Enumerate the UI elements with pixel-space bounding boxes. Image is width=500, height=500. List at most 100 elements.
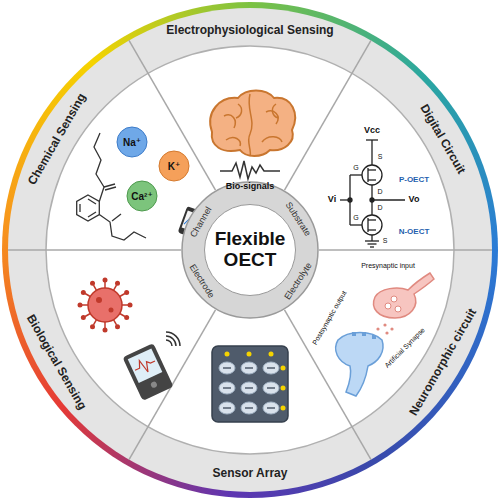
handheld-device [150,381,158,389]
neurotransmitter [385,331,388,334]
inverter-schematic [371,235,372,241]
annotation-label: P-OECT [399,176,429,185]
sensor-array-chip [219,382,235,394]
annotation-label: G [353,214,358,222]
virus-icon [81,290,86,295]
virus-icon [94,320,97,325]
virus-icon [78,278,133,333]
postsynaptic-terminal [336,333,383,397]
label-holder: Vcc [364,126,380,136]
inverter-schematic [362,165,382,185]
sensor-array-chip [267,367,275,369]
inverter-schematic [350,224,362,225]
sensor-array-chip [245,367,253,369]
virus-icon [104,282,106,288]
virus-icon [103,278,108,283]
virus-icon [103,328,108,333]
sensor-array-chip [267,407,275,409]
virus-icon [90,281,95,286]
ion-circle [159,151,189,181]
virus-icon [128,303,133,308]
sensor-array-chip [267,387,275,389]
annotation-label: Vcc [364,126,380,136]
ion-circle [127,181,157,211]
label-holder: N-OECT [399,228,430,237]
hub-title: Flexible OECT [208,229,292,271]
label-holder: Bio-signals [226,182,275,192]
postsynaptic-terminal [362,332,366,336]
virus-icon [115,281,120,286]
label-holder: G [353,164,358,172]
inverter-schematic [362,215,382,235]
postsynaptic-terminal [372,335,376,339]
virus-icon [90,324,95,329]
handheld-device [122,343,173,401]
annotation-label: D [377,188,382,196]
virus-icon [82,304,88,306]
sensor-array-chip [241,362,257,374]
sector-divider [8,249,181,251]
annotation-label: G [353,164,358,172]
sensor-array-chip [223,387,231,389]
component-ring: Flexible OECTChannelSubstrateElectrolyte… [181,181,319,319]
label-holder: D [377,204,382,212]
label-holder: Vi [328,195,336,205]
sensor-array-chip [212,346,288,422]
sensor-array-chip [219,402,235,414]
molecule-formula [79,204,80,212]
presynaptic-terminal [395,306,401,312]
wifi-symbol [166,332,180,346]
outer-band [8,8,492,492]
brain-icon [272,104,278,118]
virus-icon [109,308,114,313]
neurotransmitter [376,327,379,330]
brain-icon [210,91,295,157]
inverter-schematic [365,240,379,241]
virus-icon [94,285,97,290]
sensor-array-chip [223,407,231,409]
bio-signal-wave [220,161,280,179]
virus-icon [85,294,90,297]
virus-icon [114,285,117,290]
ion-circle [117,127,147,157]
presynaptic-terminal [374,273,434,318]
sensor-array-chip [212,346,288,422]
virus-icon [104,322,106,328]
sensor-array-chip [281,386,286,391]
virus-icon [120,314,125,317]
section-heading: Sensor Array [210,465,291,481]
sector-divider [285,40,372,190]
label-holder: S [383,237,388,245]
virus-icon [96,297,102,303]
label-holder: Presynaptic input [361,262,415,270]
annotation-label: S [383,237,388,245]
bio-signal-wave [220,161,280,179]
virus-icon [124,315,129,320]
label-holder: Vo [409,195,420,205]
postsynaptic-terminal [352,332,356,336]
virus-icon [85,314,90,317]
inverter-schematic [368,219,376,220]
virus-icon [120,294,125,297]
brain-icon [224,94,282,156]
inverter-schematic [370,246,374,247]
sensor-array-chip [241,402,257,414]
label-holder: D [377,188,382,196]
ion-circle [117,127,189,211]
virus-icon [122,304,128,306]
sensor-array-chip [241,382,257,394]
inverter-schematic [368,243,377,244]
virus-icon [114,320,117,325]
presynaptic-terminal [374,273,434,318]
label-holder: G [353,214,358,222]
section-heading: Electrophysiological Sensing [163,22,336,38]
virus-icon [115,324,120,329]
brain-icon [210,91,295,157]
sensor-array-chip [281,406,286,411]
inverter-schematic [340,140,405,247]
wifi-symbol [166,340,172,346]
annotation-label: Na⁺ [123,137,141,148]
annotation-label: Vo [409,195,420,205]
annotation-label: N-OECT [399,228,430,237]
